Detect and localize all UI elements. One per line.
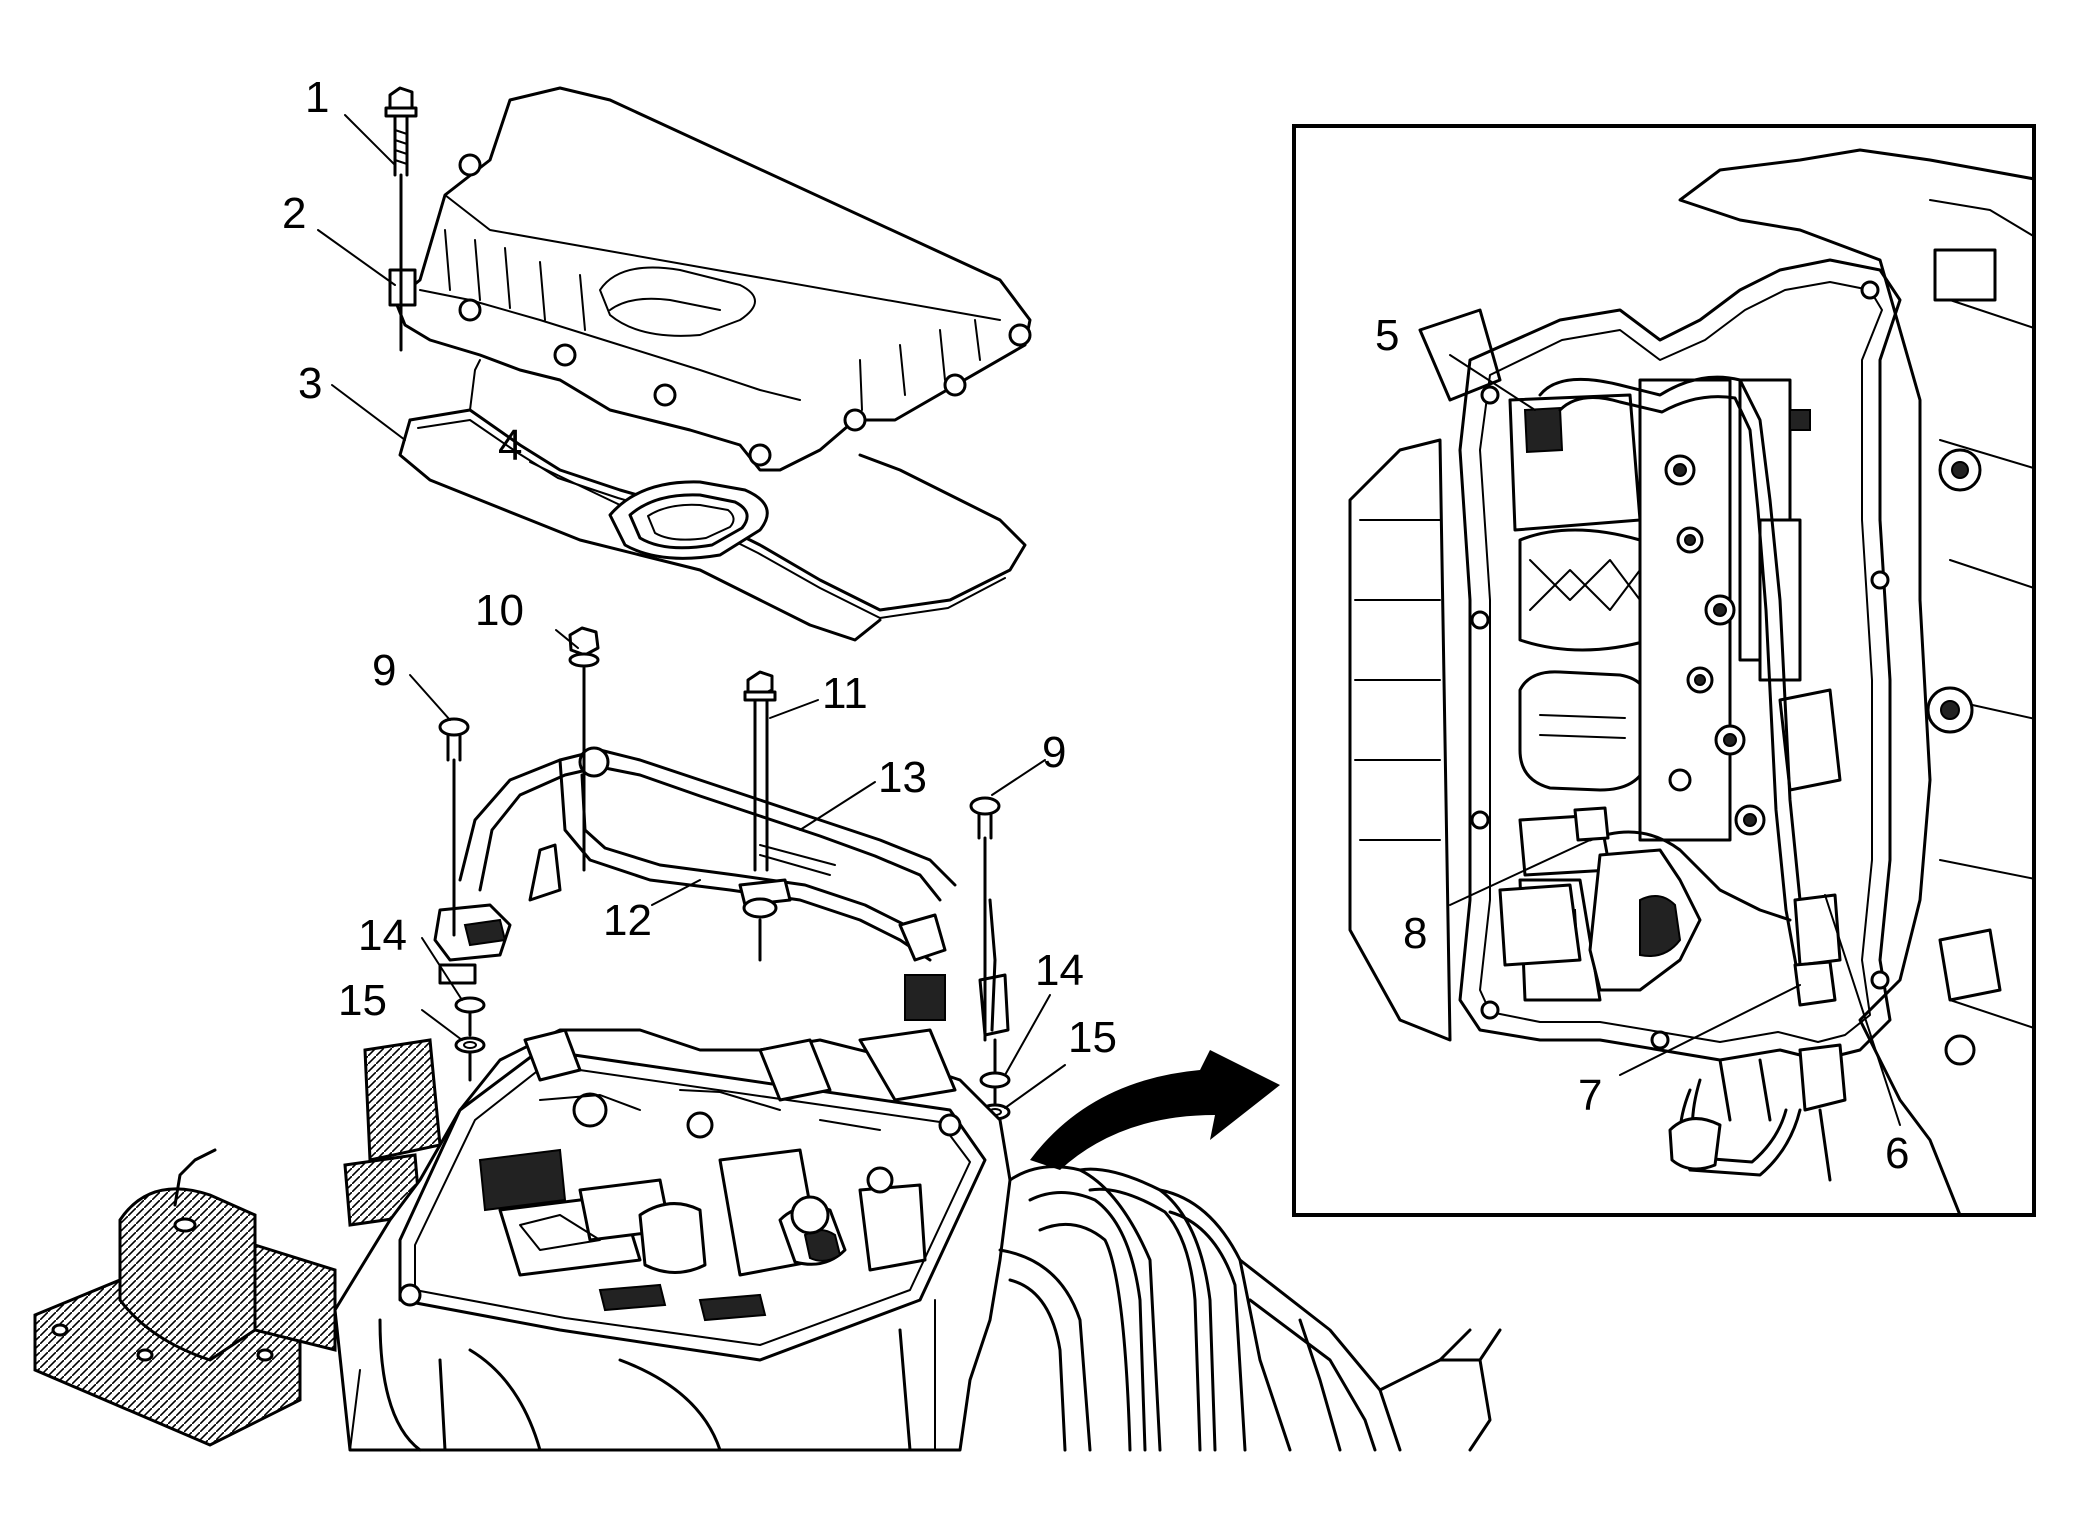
callout-11: 11 — [822, 669, 868, 718]
callout-6: 6 — [1885, 1129, 1909, 1178]
callout-9-right: 9 — [1042, 728, 1066, 777]
callout-4: 4 — [498, 421, 522, 470]
callout-10: 10 — [475, 586, 524, 635]
callout-13: 13 — [878, 753, 927, 802]
transmission-assembly — [33, 1028, 1012, 1452]
filter-seal — [608, 480, 769, 560]
leader-lines — [317, 114, 1901, 1126]
detail-arrow — [1030, 1050, 1280, 1170]
oil-pan — [388, 86, 1032, 472]
callout-14-left: 14 — [358, 911, 407, 960]
callout-15-right: 15 — [1068, 1013, 1117, 1062]
callout-9-left: 9 — [372, 646, 396, 695]
callout-8: 8 — [1403, 909, 1427, 958]
callout-3: 3 — [298, 359, 322, 408]
callout-14-right: 14 — [1035, 946, 1084, 995]
callout-7: 7 — [1578, 1071, 1602, 1120]
inset-detail-view — [1292, 124, 2036, 1217]
wire-bundle — [998, 1165, 1502, 1452]
callout-labels: 1 2 3 4 5 6 7 8 9 9 10 11 12 13 14 14 15… — [282, 73, 1909, 1178]
callout-5: 5 — [1375, 311, 1399, 360]
callout-2: 2 — [282, 189, 306, 238]
callout-1: 1 — [305, 73, 329, 122]
pan-bolt — [384, 86, 418, 352]
harness-bolts — [438, 626, 1001, 1042]
callout-15-left: 15 — [338, 976, 387, 1025]
callout-12: 12 — [603, 896, 652, 945]
